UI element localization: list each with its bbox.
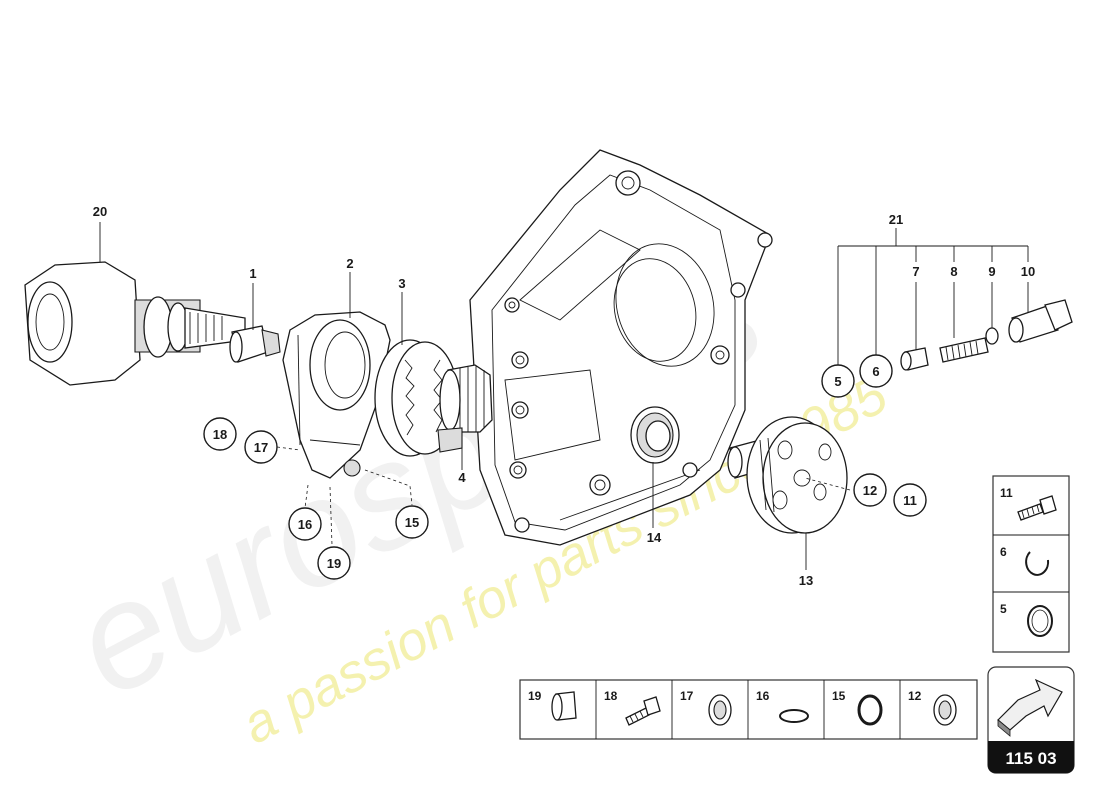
leader-lines [99,222,1029,570]
bottom-legend-number-3: 16 [756,689,770,703]
callout-20: 20 [93,204,107,219]
bottom-legend: 19 18 17 16 15 12 [519,679,978,740]
bottom-legend-number-2: 17 [680,689,694,703]
svg-text:16: 16 [298,517,312,532]
svg-text:11: 11 [903,493,917,508]
diagram-reference-badge: 115 03 [987,666,1075,774]
callout-bubble-17: 17 [244,430,278,464]
callout-9: 9 [988,264,995,279]
callout-13: 13 [799,573,813,588]
side-legend-number-0: 11 [1000,486,1013,500]
washer-icon [1027,605,1053,637]
shaft-seal-part [630,406,680,464]
callout-bubble-18: 18 [203,417,237,451]
callout-14: 14 [647,530,662,545]
bottom-legend-number-4: 15 [832,689,846,703]
svg-text:19: 19 [327,556,341,571]
svg-text:12: 12 [863,483,877,498]
callout-bubble-12: 12 [853,473,887,507]
svg-text:6: 6 [872,364,879,379]
callout-21: 21 [889,212,903,227]
callout-2: 2 [346,256,353,271]
callout-3: 3 [398,276,405,291]
callout-bubble-15: 15 [395,505,429,539]
bolt-icon [1017,495,1057,521]
seal-ring-icon [933,694,957,726]
callout-bubble-19: 19 [317,546,351,580]
inner-rotor-gear-part [437,364,493,453]
callout-4: 4 [458,470,466,485]
bushing-part [229,325,281,363]
diagram-reference-number: 115 03 [1005,749,1056,768]
o-ring-thick-icon [857,694,883,726]
callout-8: 8 [950,264,957,279]
svg-text:18: 18 [213,427,227,442]
svg-text:5: 5 [834,374,841,389]
bottom-legend-number-5: 12 [908,689,922,703]
circled-callouts: 18 17 16 19 15 5 6 12 11 [203,354,927,580]
bottom-legend-number-0: 19 [528,689,542,703]
svg-text:15: 15 [405,515,419,530]
side-legend-number-2: 5 [1000,602,1007,616]
bottom-legend-number-1: 18 [604,689,618,703]
bolt-icon [625,696,661,726]
callout-1: 1 [249,266,256,281]
side-legend: 11 6 5 [992,475,1070,653]
callout-7: 7 [912,264,919,279]
callout-bubble-6: 6 [859,354,893,388]
oil-pump-body-part [282,311,391,479]
seal-ring-icon [708,694,732,726]
pulley-part [727,416,848,534]
svg-text:17: 17 [254,440,268,455]
side-legend-number-1: 6 [1000,545,1007,559]
timing-cover-housing [469,149,773,546]
callout-bubble-11: 11 [893,483,927,517]
callout-bubble-5: 5 [821,364,855,398]
arrow-icon [997,678,1063,737]
crankshaft-part [24,261,246,386]
outer-rotor-part [374,339,459,457]
callout-10: 10 [1021,264,1035,279]
callout-bubble-16: 16 [288,507,322,541]
relief-valve-parts [900,299,1073,371]
plug-icon [551,691,577,721]
callout-labels: 20 1 2 3 4 14 13 21 7 8 9 10 [93,204,1035,588]
o-ring-thin-icon [779,709,809,723]
circlip-icon [1025,551,1050,576]
